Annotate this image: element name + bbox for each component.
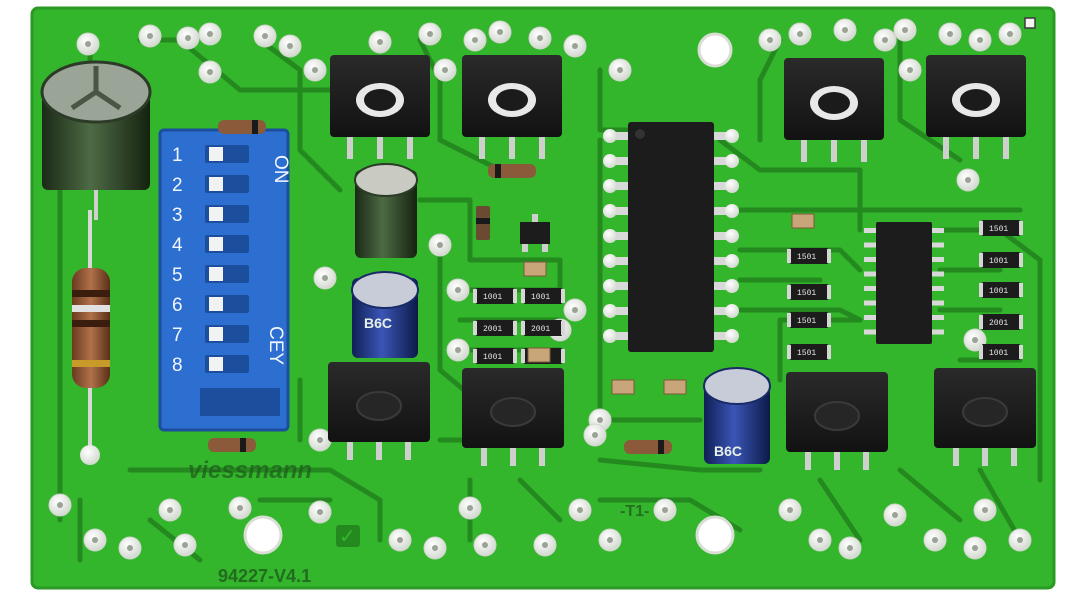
power-transistor-icon <box>784 58 884 162</box>
transistor-marker: -T1- <box>620 503 649 520</box>
power-transistor-icon <box>926 55 1026 159</box>
dip-position-number: 6 <box>172 295 183 316</box>
smd-capacitor <box>663 379 687 395</box>
dip-position-number: 5 <box>172 265 183 286</box>
dip-switch-icon: 1 2 3 4 5 6 7 8 ON CEY <box>158 128 291 432</box>
part-number: 94227-V4.1 <box>218 566 311 586</box>
resistor-icon: 1501 <box>979 220 1023 236</box>
resistor-icon <box>72 210 110 465</box>
resistor-code: 1001 <box>483 353 502 362</box>
diode-icon <box>624 440 672 454</box>
brand-logo: viessmann <box>188 457 312 484</box>
resistor-icon: 1501 <box>787 344 831 360</box>
checkmark-icon: ✓ <box>336 524 360 548</box>
resistor-icon: 1001 <box>473 288 517 304</box>
resistor-code: 1501 <box>797 317 816 326</box>
resistor-icon: 1001 <box>521 288 565 304</box>
dip-position-number: 1 <box>172 145 183 166</box>
resistor-code: 1001 <box>483 293 502 302</box>
electrolytic-capacitor-icon: B6C <box>703 367 771 464</box>
electrolytic-capacitor-icon: B6C <box>351 271 419 358</box>
diode-icon <box>218 120 266 134</box>
resistor-icon: 1501 <box>787 248 831 264</box>
smd-capacitor <box>611 379 635 395</box>
smd-transistor-icon <box>520 214 550 252</box>
dip-position-number: 2 <box>172 175 183 196</box>
svg-text:✓: ✓ <box>339 524 356 548</box>
resistor-icon: 1001 <box>979 252 1023 268</box>
power-transistor-icon <box>462 368 564 466</box>
silkscreen: viessmann 94227-V4.1 -T1- ✓ <box>188 457 649 586</box>
diode-icon <box>208 438 256 452</box>
power-transistor-icon <box>462 55 562 159</box>
solder-pads <box>48 18 1032 560</box>
smd-component <box>476 206 490 240</box>
resistor-code: 1501 <box>797 289 816 298</box>
smd-capacitor <box>527 347 551 363</box>
smd-capacitor <box>523 261 547 277</box>
resistor-code: 2001 <box>483 325 502 334</box>
power-transistor-icon <box>330 55 430 159</box>
resistor-code: 1001 <box>531 293 550 302</box>
resistor-code: 1001 <box>989 287 1008 296</box>
dip-position-number: 4 <box>172 235 183 256</box>
resistor-icon: 2001 <box>473 320 517 336</box>
power-transistor-icon <box>328 362 430 460</box>
resistor-icon: 2001 <box>979 314 1023 330</box>
dip-position-number: 7 <box>172 325 183 346</box>
resistor-icon: 1001 <box>979 344 1023 360</box>
resistor-code: 2001 <box>531 325 550 334</box>
resistor-code: 1501 <box>989 225 1008 234</box>
dip-brand-label: CEY <box>265 326 286 365</box>
resistor-icon: 1001 <box>473 348 517 364</box>
dip-position-number: 8 <box>172 355 183 376</box>
power-transistor-icon <box>786 372 888 470</box>
smd-capacitor <box>791 213 815 229</box>
resistor-code: 1501 <box>797 349 816 358</box>
electrolytic-capacitor-icon <box>354 163 418 258</box>
resistor-icon: 1501 <box>787 284 831 300</box>
diode-icon <box>488 164 536 178</box>
corner-marker <box>1024 17 1036 29</box>
ic-chip-icon <box>603 122 739 352</box>
dip-position-number: 3 <box>172 205 183 226</box>
resistor-code: 1001 <box>989 349 1008 358</box>
resistor-icon: 1501 <box>787 312 831 328</box>
resistor-code: 2001 <box>989 319 1008 328</box>
capacitor-mark: B6C <box>364 315 392 331</box>
capacitor-mark: B6C <box>714 443 742 459</box>
power-transistor-icon <box>934 368 1036 466</box>
resistor-code: 1501 <box>797 253 816 262</box>
ic-chip-icon <box>864 222 944 344</box>
electrolytic-capacitor-icon <box>40 60 152 220</box>
dip-on-label: ON <box>270 155 291 184</box>
resistor-code: 1001 <box>989 257 1008 266</box>
mounting-holes <box>243 32 735 555</box>
resistor-icon: 1001 <box>979 282 1023 298</box>
resistor-icon: 2001 <box>521 320 565 336</box>
